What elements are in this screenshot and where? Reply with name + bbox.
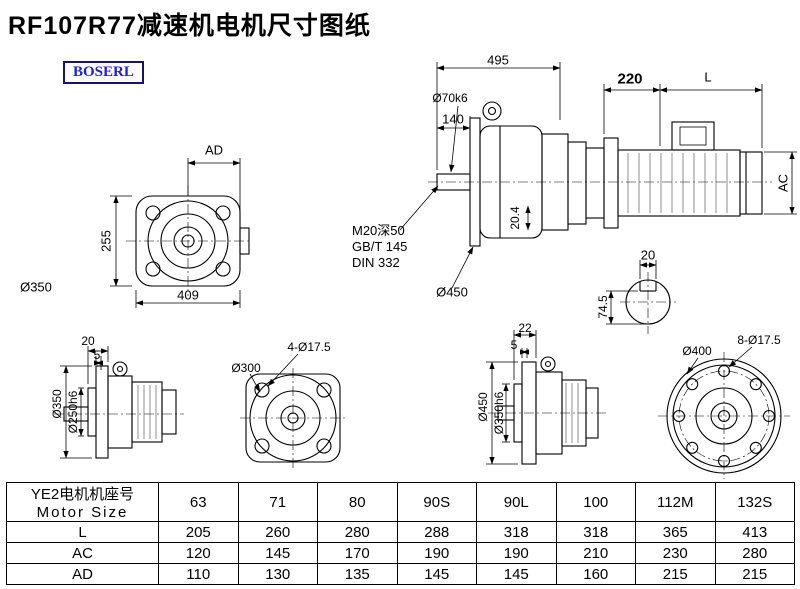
dim-keyway-20-4: 20.4 <box>508 206 522 230</box>
square-flange-view <box>240 353 346 468</box>
table-cell: 190 <box>476 542 557 564</box>
page-title: RF107R77减速机电机尺寸图纸 <box>8 12 371 40</box>
tap-note-line2: GB/T 145 <box>352 239 408 254</box>
table-cell: 112M <box>635 482 716 522</box>
tap-note-line3: DIN 332 <box>352 255 400 270</box>
table-cell: 170 <box>317 542 398 564</box>
label-flange-small-od: Ø350 <box>50 389 64 419</box>
dim-495: 495 <box>487 52 509 68</box>
table-cell: 365 <box>635 521 716 543</box>
dim-409: 409 <box>177 287 199 303</box>
table-row: AC 120 145 170 190 190 210 230 280 <box>6 542 795 564</box>
table-cell: 318 <box>476 521 557 543</box>
table-cell: 71 <box>237 482 318 522</box>
table-cell: 100 <box>555 482 636 522</box>
table-cell: 215 <box>714 563 795 585</box>
table-cell: 63 <box>158 482 239 522</box>
label-flange-large-pilot: Ø350h6 <box>492 391 506 435</box>
motor-size-table: YE2电机机座号 Motor Size 63 71 80 90S 90L 100… <box>6 482 795 585</box>
table-row: L 205 260 280 288 318 318 365 413 <box>6 521 795 543</box>
tap-note-line1: M20深50 <box>352 223 405 238</box>
table-cell: 288 <box>396 521 477 543</box>
table-header-en: Motor Size <box>36 504 129 521</box>
dim-140: 140 <box>442 111 464 127</box>
table-cell: 230 <box>635 542 716 564</box>
shaft-section-detail <box>606 260 676 334</box>
round-flange-view <box>658 346 790 479</box>
table-cell: 160 <box>555 563 636 585</box>
table-row: AD 110 130 135 145 145 160 215 215 <box>6 563 795 585</box>
side-view <box>399 62 797 289</box>
dim-shaft-height-74-5: 74.5 <box>596 295 610 319</box>
label-main-flange-dia: Ø450 <box>436 284 468 300</box>
table-cell: 205 <box>158 521 239 543</box>
table-cell: 210 <box>555 542 636 564</box>
label-flange-small-pilot: Ø250h6 <box>66 390 80 434</box>
table-header-cn: YE2电机机座号 <box>30 486 135 503</box>
table-cell: 413 <box>714 521 795 543</box>
table-cell: 145 <box>237 542 318 564</box>
table-cell: 280 <box>714 542 795 564</box>
table-cell: 190 <box>396 542 477 564</box>
table-cell: 90L <box>476 482 557 522</box>
brand-logo: BOSERL <box>63 61 144 84</box>
table-cell: 132S <box>714 482 795 522</box>
table-cell: 110 <box>158 563 239 585</box>
row-label: AD <box>6 563 159 585</box>
dim-255: 255 <box>98 230 114 252</box>
table-cell: 90S <box>396 482 477 522</box>
flange-side-view-small <box>54 346 184 459</box>
label-front-flange-dia: Ø350 <box>20 279 52 295</box>
row-label: AC <box>6 542 159 564</box>
label-square-flange-holes: 4-Ø17.5 <box>287 340 331 354</box>
table-cell: 135 <box>317 563 398 585</box>
flange-side-view-large <box>486 330 606 465</box>
table-cell: 215 <box>635 563 716 585</box>
dim-flange-small-20: 20 <box>81 334 95 348</box>
dim-motor-length-l: L <box>704 69 712 85</box>
dim-motor-height-ac: AC <box>775 173 791 193</box>
label-flange-large-od: Ø450 <box>476 392 490 422</box>
dim-flange-small-5: 5 <box>93 348 101 362</box>
table-cell: 145 <box>476 563 557 585</box>
table-cell: 120 <box>158 542 239 564</box>
front-view <box>110 158 250 308</box>
dim-key-width-20: 20 <box>640 247 656 263</box>
label-square-flange-dia: Ø300 <box>231 361 261 375</box>
table-cell: 130 <box>237 563 318 585</box>
dim-flange-large-5: 5 <box>510 338 518 352</box>
label-shaft-dia: Ø70k6 <box>432 91 468 105</box>
dim-220: 220 <box>617 70 643 88</box>
table-header-motor-size: YE2电机机座号 Motor Size <box>6 482 159 522</box>
row-label: L <box>6 521 159 543</box>
table-cell: 260 <box>237 521 318 543</box>
dim-ad: AD <box>204 142 224 158</box>
technical-drawing <box>54 62 797 479</box>
table-cell: 280 <box>317 521 398 543</box>
table-header-row: YE2电机机座号 Motor Size 63 71 80 90S 90L 100… <box>6 482 795 522</box>
dim-flange-large-22: 22 <box>518 321 532 335</box>
table-cell: 318 <box>555 521 636 543</box>
label-round-flange-dia: Ø400 <box>682 344 712 358</box>
table-cell: 145 <box>396 563 477 585</box>
table-cell: 80 <box>317 482 398 522</box>
label-round-flange-holes: 8-Ø17.5 <box>737 333 781 347</box>
